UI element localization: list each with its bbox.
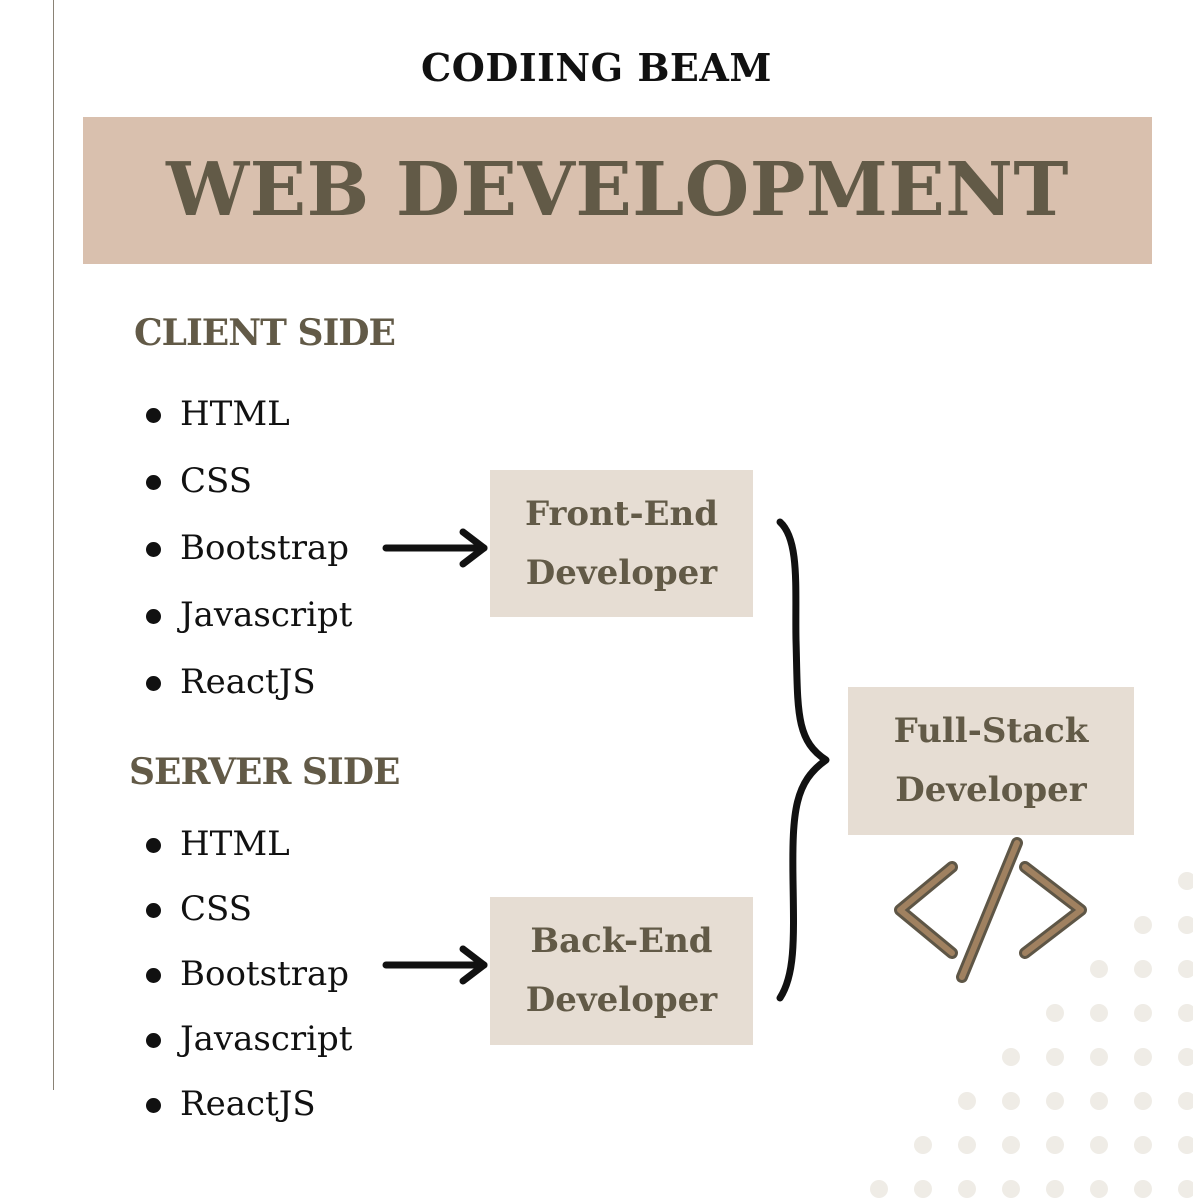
bullet-icon [146,609,161,624]
decorative-dot [1178,1048,1193,1066]
full-stack-developer-box: Full-Stack Developer [848,687,1134,835]
decorative-dot [1178,916,1193,934]
decorative-dot [1178,1004,1193,1022]
decorative-dot [1134,1048,1152,1066]
decorative-dot [1046,1004,1064,1022]
decorative-dot [1134,960,1152,978]
decorative-dot [1090,1136,1108,1154]
decorative-dot [1090,1048,1108,1066]
left-divider-line [53,0,54,1090]
decorative-dot [1134,1004,1152,1022]
front-end-developer-label: Developer [525,552,718,593]
list-item-label: Bootstrap [180,528,349,568]
decorative-dot [1090,1004,1108,1022]
decorative-dot [1090,1092,1108,1110]
decorative-dot [958,1180,976,1198]
bullet-icon [146,475,161,490]
decorative-dot [1134,1180,1152,1198]
decorative-dot [1178,1092,1193,1110]
right-arrow-icon [382,945,488,985]
list-item-label: ReactJS [180,662,316,702]
decorative-dot [958,1092,976,1110]
decorative-dot [1178,960,1193,978]
list-item-label: HTML [180,824,290,864]
decorative-dot [1046,1180,1064,1198]
list-item-label: HTML [180,394,290,434]
decorative-dot [1178,1136,1193,1154]
bullet-icon [146,968,161,983]
right-arrow-icon [382,528,488,568]
decorative-dot [958,1136,976,1154]
code-brackets-icon [894,837,1087,983]
full-stack-label: Full-Stack [893,711,1089,751]
back-end-developer-box: Back-End Developer [490,897,753,1045]
front-end-developer-box: Front-End Developer [490,470,753,617]
back-end-developer-label: Developer [525,980,718,1020]
decorative-dot [1046,1092,1064,1110]
decorative-dot [914,1180,932,1198]
bullet-icon [146,1098,161,1113]
list-item-label: ReactJS [180,1084,316,1124]
bullet-icon [146,1033,161,1048]
bullet-icon [146,408,161,423]
decorative-dot [1134,1092,1152,1110]
decorative-dot [1090,1180,1108,1198]
list-item-label: Bootstrap [180,954,349,994]
client-side-heading: CLIENT SIDE [134,312,396,354]
decorative-dot [1002,1092,1020,1110]
list-item-label: Javascript [180,595,353,635]
title-band: WEB DEVELOPMENT [83,117,1152,264]
decorative-dot [1002,1048,1020,1066]
dot-pattern-decoration [870,872,1193,1198]
list-item-label: CSS [180,889,253,929]
brand-name: CODIING BEAM [421,45,772,90]
decorative-dot [1002,1180,1020,1198]
decorative-dot [1178,872,1193,890]
bullet-icon [146,838,161,853]
decorative-dot [1046,1136,1064,1154]
decorative-dot [1090,960,1108,978]
decorative-dot [1134,1136,1152,1154]
server-side-heading: SERVER SIDE [129,751,400,793]
list-item-label: CSS [180,461,253,501]
decorative-dot [1046,1048,1064,1066]
decorative-dot [1134,916,1152,934]
page-title: WEB DEVELOPMENT [166,147,1069,233]
bullet-icon [146,903,161,918]
decorative-dot [1002,1136,1020,1154]
bullet-icon [146,542,161,557]
back-end-label: Back-End [530,921,713,961]
decorative-dot [870,1180,888,1198]
list-item-label: Javascript [180,1019,353,1059]
bullet-icon [146,676,161,691]
decorative-dot [1178,1180,1193,1198]
decorative-dot [914,1136,932,1154]
curly-brace-icon [776,518,830,1002]
full-stack-developer-label: Developer [895,770,1087,810]
front-end-label: Front-End [524,493,719,534]
